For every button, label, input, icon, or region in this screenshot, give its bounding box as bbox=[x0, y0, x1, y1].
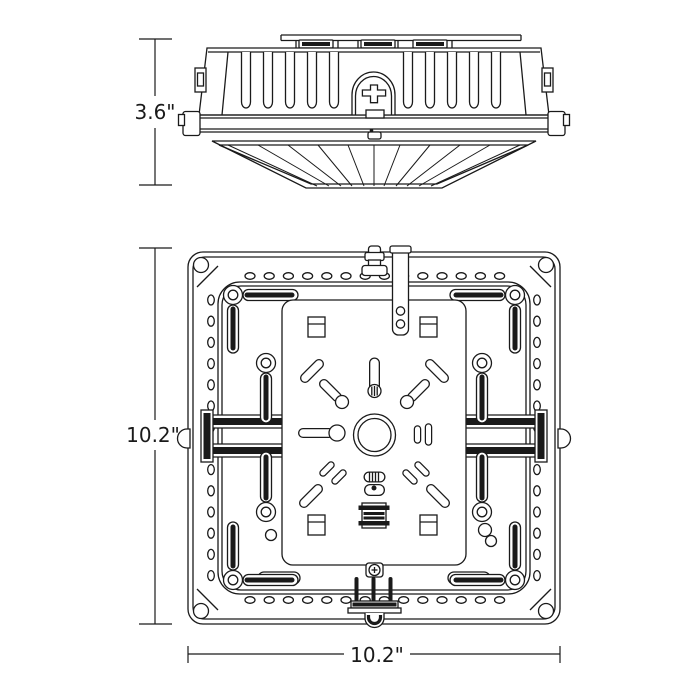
width-dimension: 10.2" bbox=[187, 643, 561, 667]
plate-keyhole-slots bbox=[298, 357, 450, 508]
lens-ribs bbox=[227, 144, 521, 187]
depth-dimension: 10.2" bbox=[126, 247, 180, 625]
center-hole bbox=[352, 413, 397, 457]
side-latch-right bbox=[541, 67, 554, 93]
mounting-clip-icon bbox=[412, 39, 448, 49]
plate-pads bbox=[307, 316, 438, 536]
terminal-block bbox=[358, 502, 390, 529]
height-dimension: 3.6" bbox=[134, 38, 176, 186]
side-flange bbox=[177, 109, 571, 140]
side-top-plate bbox=[280, 34, 522, 49]
plate-bottom-screw bbox=[365, 562, 384, 578]
hanging-strap bbox=[389, 245, 412, 336]
corner-screw-hole bbox=[537, 256, 555, 274]
side-view bbox=[177, 34, 571, 189]
mounting-clip-icon bbox=[360, 39, 396, 49]
side-lens bbox=[211, 140, 537, 189]
mounting-clip-icon bbox=[298, 39, 334, 49]
side-housing bbox=[194, 47, 554, 116]
cross-knockout-icon bbox=[361, 84, 387, 104]
depth-dimension-label: 10.2" bbox=[126, 423, 180, 447]
corner-screw-hole bbox=[192, 602, 210, 620]
terminal-connector bbox=[347, 577, 402, 629]
wire-port bbox=[363, 471, 386, 496]
side-tab-left bbox=[176, 428, 191, 449]
conduit-dome bbox=[351, 71, 396, 115]
back-view bbox=[176, 245, 572, 629]
dimension-annotations: 3.6" 10.2" 10.2" bbox=[126, 38, 561, 667]
mounting-plate bbox=[281, 299, 467, 578]
side-tab-right bbox=[557, 428, 572, 449]
pilot-hole bbox=[264, 528, 278, 542]
corner-screw-hole bbox=[537, 602, 555, 620]
width-dimension-label: 10.2" bbox=[350, 643, 404, 667]
corner-brackets bbox=[224, 286, 525, 590]
thumb-screw-knob bbox=[361, 245, 388, 277]
side-latch-left bbox=[194, 67, 207, 93]
corner-screw-hole bbox=[192, 256, 210, 274]
height-dimension-label: 3.6" bbox=[134, 100, 175, 124]
